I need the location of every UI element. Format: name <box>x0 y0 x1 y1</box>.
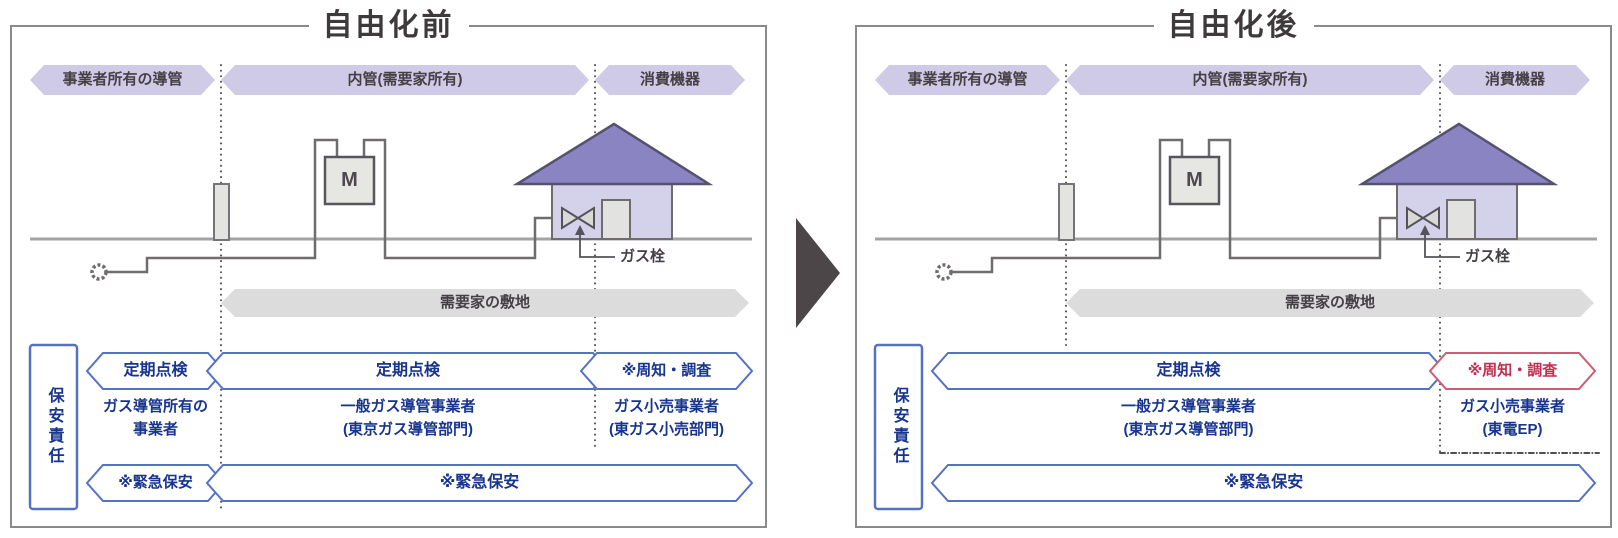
premises-label: 需要家の敷地 <box>1284 294 1375 311</box>
gas-tap-pointer-line <box>1424 233 1460 258</box>
house-roof <box>1357 122 1559 186</box>
panel-before-diagram <box>28 64 754 513</box>
operator-center-line1: 一般ガス導管事業者 <box>340 398 476 415</box>
gas-tap-valve-left <box>561 206 580 230</box>
operator-right-line1: ガス小売事業者 <box>613 398 719 415</box>
arrow-inspection-center <box>205 352 611 390</box>
zone-label-inner-pipe: 内管(需要家所有) <box>1192 71 1308 88</box>
arrow-emergency-center <box>930 464 1597 502</box>
label-inspection-center: 定期点検 <box>375 362 440 379</box>
operator-left: ガス導管所有の 事業者 <box>72 395 239 441</box>
operator-center: 一般ガス導管事業者 (東京ガス導管部門) <box>207 395 609 441</box>
gas-tap-pointer-arrowhead <box>1420 225 1430 235</box>
operator-center: 一般ガス導管事業者 (東京ガス導管部門) <box>932 395 1445 441</box>
zone-label-appliance: 消費機器 <box>639 71 700 88</box>
meter-label: M <box>341 169 358 191</box>
appliance-box <box>601 199 631 240</box>
gas-tap-valve-right <box>576 206 595 230</box>
gas-tap-pointer-arrowhead <box>575 225 585 235</box>
zone-banner-appliance <box>595 65 745 95</box>
premises-banner <box>221 289 749 317</box>
panel-before: 自由化前 <box>10 6 767 528</box>
meter-label: M <box>1186 169 1203 191</box>
house-roof <box>512 122 714 186</box>
arrow-inspection-center <box>930 352 1447 390</box>
label-notice-right: ※周知・調査 <box>621 362 712 379</box>
panel-after-title: 自由化後 <box>1153 6 1314 46</box>
zone-banner-inner-pipe <box>221 65 589 95</box>
zone-label-pipeline: 事業者所有の導管 <box>907 71 1028 88</box>
zone-label-inner-pipe: 内管(需要家所有) <box>347 71 463 88</box>
zone-banner-pipeline <box>875 65 1060 95</box>
arrow-notice-right-red <box>1428 352 1597 390</box>
operator-left-line1: ガス導管所有の <box>102 398 208 415</box>
arrow-inspection-left <box>85 352 226 390</box>
gas-tap-label: ガス栓 <box>620 248 666 265</box>
transition-arrow-icon <box>796 218 840 328</box>
label-inspection-left: 定期点検 <box>123 362 188 379</box>
label-notice-right: ※周知・調査 <box>1467 362 1558 379</box>
safety-responsibility-box <box>873 343 924 511</box>
label-inspection-center: 定期点検 <box>1156 362 1221 379</box>
gas-meter <box>1168 155 1221 206</box>
operator-center-line2: (東京ガス導管部門) <box>343 421 473 438</box>
operator-right-line1: ガス小売事業者 <box>1459 398 1565 415</box>
safety-responsibility-label: 保安責任 <box>890 387 908 467</box>
label-emergency-left: ※緊急保安 <box>118 474 193 491</box>
panel-after: 自由化後 <box>855 6 1612 528</box>
safety-responsibility-box <box>28 343 79 511</box>
gas-main-connection <box>935 263 953 281</box>
panel-before-title: 自由化前 <box>308 6 469 46</box>
premises-label: 需要家の敷地 <box>439 294 530 311</box>
zone-banner-appliance <box>1440 65 1590 95</box>
zone-banner-pipeline <box>30 65 215 95</box>
appliance-box <box>1446 199 1476 240</box>
riser-box <box>1058 183 1075 241</box>
label-emergency-center: ※緊急保安 <box>1223 474 1304 491</box>
zone-label-pipeline: 事業者所有の導管 <box>62 71 183 88</box>
arrow-notice-right <box>579 352 754 390</box>
gas-main-connection <box>90 263 108 281</box>
premises-banner <box>1066 289 1594 317</box>
panel-after-diagram <box>873 64 1600 511</box>
operator-center-line1: 一般ガス導管事業者 <box>1120 398 1256 415</box>
operator-left-line2: 事業者 <box>132 421 178 438</box>
gas-tap-label: ガス栓 <box>1465 248 1511 265</box>
label-emergency-center: ※緊急保安 <box>439 474 520 491</box>
arrow-emergency-left <box>85 464 226 502</box>
operator-center-line2: (東京ガス導管部門) <box>1123 421 1254 438</box>
operator-right-line2: (東ガス小売部門) <box>609 421 724 438</box>
safety-responsibility-label: 保安責任 <box>45 387 63 467</box>
gas-tap-pointer-line <box>579 233 615 258</box>
riser-box <box>213 183 230 241</box>
operator-right: ガス小売事業者 (東ガス小売部門) <box>581 395 752 441</box>
gas-tap-valve-left <box>1406 206 1425 230</box>
arrow-emergency-center <box>205 464 754 502</box>
gas-meter <box>323 155 376 206</box>
zone-label-appliance: 消費機器 <box>1484 71 1545 88</box>
gas-tap-valve-right <box>1421 206 1440 230</box>
operator-right-line2: (東電EP) <box>1482 421 1543 438</box>
operator-right: ガス小売事業者 (東電EP) <box>1430 395 1595 441</box>
zone-banner-inner-pipe <box>1066 65 1434 95</box>
